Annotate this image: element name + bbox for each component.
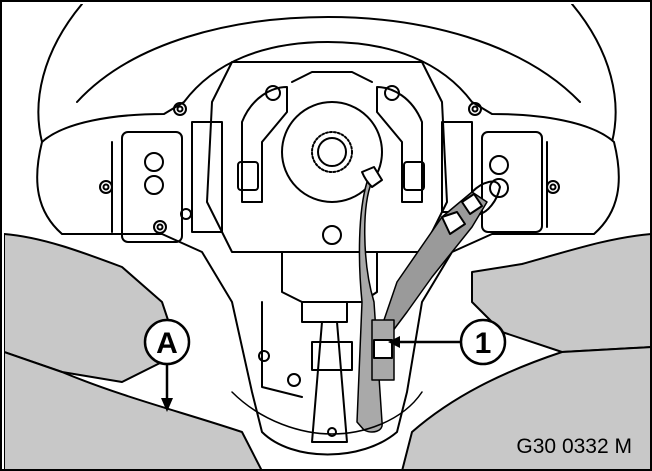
- rim-upper-outer: [37, 4, 617, 143]
- callout-part-1: 1: [388, 318, 507, 366]
- hub-screw-right: [384, 85, 400, 101]
- callout-view-a: A: [143, 318, 191, 412]
- steering-wheel-rim-bottom-right: [401, 346, 650, 469]
- hub-screw-left: [265, 85, 281, 101]
- rim-upper-inner: [76, 16, 581, 103]
- hub-outer-ring: [281, 101, 383, 203]
- figure-code: G30 0332 M: [516, 435, 632, 458]
- steering-wheel-rim-bottom: [4, 351, 263, 469]
- steering-wheel-rim: [4, 233, 173, 383]
- left-upper-screw: [173, 102, 187, 116]
- hub-spline-ring: [311, 131, 353, 173]
- callout-part-1-label: 1: [475, 327, 492, 360]
- right-upper-screw: [468, 102, 482, 116]
- hub-screw-bottom: [322, 225, 342, 245]
- callout-view-a-label: A: [156, 327, 178, 360]
- left-spoke-panel: [121, 131, 183, 243]
- right-spoke-panel: [481, 131, 543, 233]
